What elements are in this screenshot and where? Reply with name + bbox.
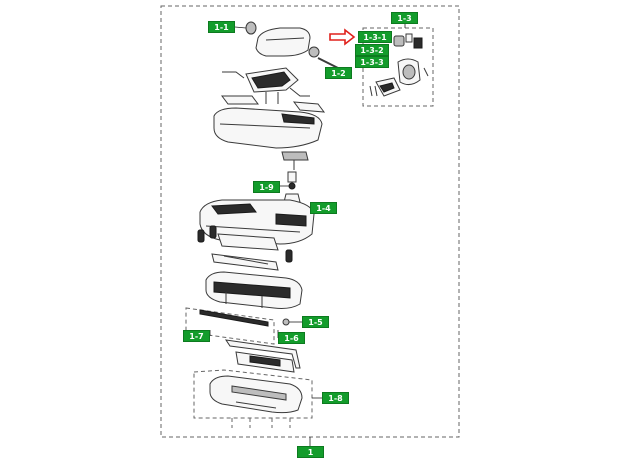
label-1-8: 1-8 <box>322 392 349 404</box>
connector <box>281 151 309 161</box>
wheel-left <box>197 229 205 243</box>
label-1-2: 1-2 <box>325 67 352 79</box>
gasket-plate <box>221 95 259 105</box>
leader-1-1 <box>234 26 247 29</box>
label-1-4: 1-4 <box>310 202 337 214</box>
label-1: 1 <box>297 446 324 458</box>
label-1-5: 1-5 <box>302 316 329 328</box>
label-1-3-2: 1-3-2 <box>355 44 389 56</box>
label-1-3-1: 1-3-1 <box>358 31 392 43</box>
label-1-3: 1-3 <box>391 12 418 24</box>
label-1-1: 1-1 <box>208 21 235 33</box>
screw <box>282 318 290 326</box>
roller-left <box>245 21 257 35</box>
brush-strip-frame <box>185 307 275 345</box>
label-1-6: 1-6 <box>278 332 305 344</box>
subassembly-1-8-frame <box>193 369 313 419</box>
label-1-7: 1-7 <box>183 330 210 342</box>
rail-part <box>224 339 301 369</box>
insert-plate <box>217 233 279 251</box>
plug-part <box>393 35 405 47</box>
brush-strip <box>199 309 269 327</box>
spring <box>287 171 297 183</box>
red-arrow-icon <box>329 28 356 46</box>
roller-right <box>308 46 320 58</box>
label-1-9: 1-9 <box>253 181 280 193</box>
top-cover <box>255 27 311 57</box>
subassembly-1-3-frame <box>362 27 434 107</box>
label-1-3-3: 1-3-3 <box>355 56 389 68</box>
